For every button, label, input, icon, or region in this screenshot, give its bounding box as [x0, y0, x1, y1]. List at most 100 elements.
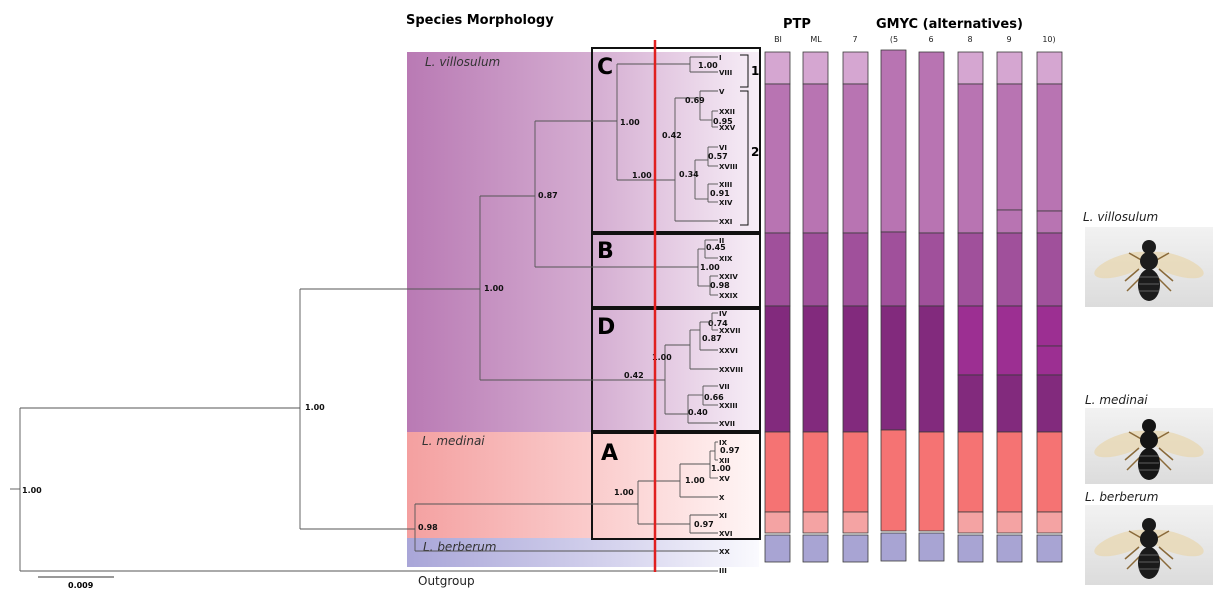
- photo-label-berberum: L. berberum: [1085, 490, 1158, 504]
- tip-label: XVI: [719, 530, 732, 538]
- delimitation-bar-segment: [918, 232, 945, 307]
- ptp-heading: PTP: [783, 17, 811, 32]
- support-value: 0.57: [708, 152, 728, 161]
- support-value: 0.66: [704, 393, 724, 402]
- support-value: 0.97: [694, 520, 714, 529]
- support-value: 0.40: [688, 408, 708, 417]
- delimitation-bar-segment: [764, 232, 791, 307]
- clade-box-d: [591, 308, 761, 432]
- photo-label-villosulum: L. villosulum: [1083, 210, 1158, 224]
- delimitation-bar-segment: [880, 429, 907, 532]
- support-value: 0.34: [679, 170, 699, 179]
- support-value: 1.00: [305, 403, 325, 412]
- delimitation-bar-segment: [802, 83, 829, 234]
- support-value: 0.45: [706, 243, 726, 252]
- subclade-bracket-1: [740, 54, 749, 88]
- support-value: 0.69: [685, 96, 705, 105]
- delimitation-bar-segment: [957, 511, 984, 534]
- delimitation-bar-segment: [1036, 431, 1063, 513]
- tip-label: VI: [719, 144, 727, 152]
- specimen-photo-berberum: [1085, 505, 1213, 585]
- tip-label: XXIV: [719, 273, 738, 281]
- support-value: 1.00: [685, 476, 705, 485]
- delimitation-bar-segment: [764, 511, 791, 534]
- delimitation-bar-segment: [957, 431, 984, 513]
- column-header-6: 9: [1006, 35, 1011, 44]
- photo-label-medinai: L. medinai: [1085, 393, 1148, 407]
- support-value: 1.00: [652, 353, 672, 362]
- tip-label: XVII: [719, 420, 735, 428]
- delimitation-bar-segment: [957, 51, 984, 85]
- tip-label: XXVIII: [719, 366, 743, 374]
- gmyc-heading: GMYC (alternatives): [876, 17, 1023, 32]
- delimitation-bar-segment: [764, 431, 791, 513]
- delimitation-bar-segment: [996, 431, 1023, 513]
- medinai-band: [407, 432, 759, 538]
- species-label-villosulum: L. villosulum: [425, 55, 500, 69]
- delimitation-bar-segment: [1036, 345, 1063, 376]
- delimitation-bar-segment: [1036, 210, 1063, 234]
- delimitation-bar-segment: [1036, 305, 1063, 347]
- tip-label: VII: [719, 383, 730, 391]
- scale-bar-label: 0.009: [68, 581, 94, 589]
- tip-label: V: [719, 88, 725, 96]
- support-value: 0.98: [418, 523, 438, 532]
- berberum-band: [407, 538, 759, 567]
- tip-label: VIII: [719, 69, 732, 77]
- column-header-2: 7: [852, 35, 857, 44]
- delimitation-bar-segment: [918, 532, 945, 562]
- tip-label: XV: [719, 475, 730, 483]
- column-header-7: 10): [1042, 35, 1055, 44]
- tip-label: XXVII: [719, 327, 740, 335]
- tip-label: XXI: [719, 218, 732, 226]
- tip-label: II: [719, 237, 724, 245]
- delimitation-bar-segment: [996, 305, 1023, 376]
- delimitation-bar-segment: [880, 305, 907, 431]
- support-value: 1.00: [22, 486, 42, 495]
- subclade-bracket-2: [740, 90, 749, 226]
- delimitation-bar-segment: [1036, 511, 1063, 534]
- delimitation-bar-segment: [842, 431, 869, 513]
- tip-label: XXII: [719, 108, 735, 116]
- subclade-number-1: 1: [751, 64, 759, 78]
- delimitation-bar-segment: [957, 534, 984, 563]
- support-value: 1.00: [632, 171, 652, 180]
- support-value: 1.00: [614, 488, 634, 497]
- delimitation-bar-segment: [996, 209, 1023, 234]
- delimitation-bar-segment: [802, 534, 829, 563]
- clade-letter-c: C: [597, 55, 613, 80]
- column-header-0: BI: [774, 35, 782, 44]
- support-value: 1.00: [620, 118, 640, 127]
- species-morphology-heading: Species Morphology: [406, 13, 554, 28]
- delimitation-bar-segment: [842, 534, 869, 563]
- tip-label: III: [719, 567, 727, 575]
- delimitation-bar-segment: [957, 305, 984, 376]
- tip-label: X: [719, 494, 725, 502]
- support-value: 0.42: [624, 371, 644, 380]
- delimitation-bar-segment: [880, 231, 907, 307]
- delimitation-bar-segment: [918, 305, 945, 433]
- tip-label: XX: [719, 548, 730, 556]
- delimitation-bar-segment: [764, 305, 791, 433]
- tip-label: XIX: [719, 255, 733, 263]
- clade-box-c: [591, 47, 761, 233]
- delimitation-bar-segment: [880, 49, 907, 233]
- support-value: 1.00: [484, 284, 504, 293]
- tip-label: I: [719, 54, 722, 62]
- support-value: 1.00: [700, 263, 720, 272]
- delimitation-bar-segment: [802, 232, 829, 307]
- tip-label: XII: [719, 457, 730, 465]
- support-value: 0.97: [720, 446, 740, 455]
- delimitation-bar-segment: [802, 431, 829, 513]
- subclade-number-2: 2: [751, 145, 759, 159]
- delimitation-bar-segment: [1036, 232, 1063, 307]
- delimitation-bar-segment: [996, 511, 1023, 534]
- phylogenetic-tree: IVIIIVXXIIXXVVIXVIIIXIIIXIVXXIIIXIXXXIVX…: [10, 54, 743, 575]
- delimitation-bar-segment: [802, 51, 829, 85]
- clade-box-b: [591, 233, 761, 308]
- tip-label: XIII: [719, 181, 732, 189]
- delimitation-bar-segment: [764, 83, 791, 234]
- support-value: 0.91: [710, 189, 730, 198]
